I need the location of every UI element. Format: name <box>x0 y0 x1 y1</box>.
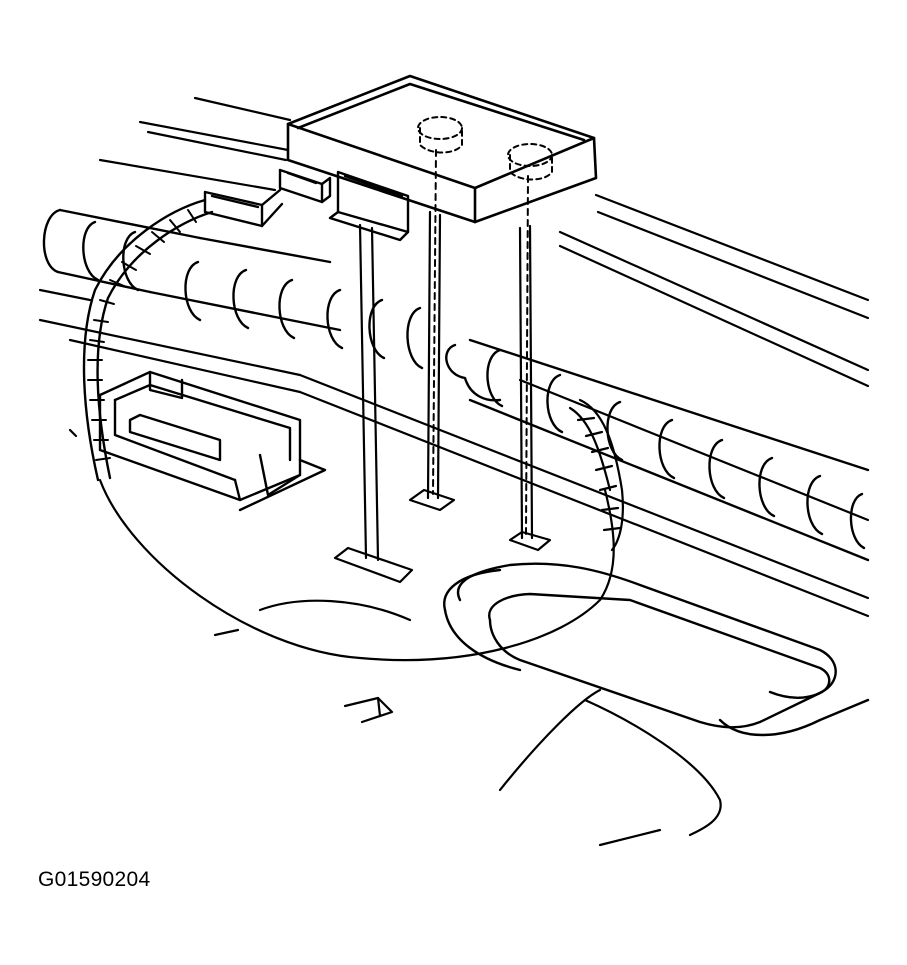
figure-id-label: G01590204 <box>38 868 151 891</box>
mounting-brackets <box>358 210 534 562</box>
body-contours <box>68 428 722 847</box>
hidden-studs <box>417 116 553 181</box>
floor-opening <box>443 562 870 737</box>
harness-wrap <box>87 209 197 461</box>
anchor-pads <box>333 488 552 584</box>
module-connectors <box>278 168 410 242</box>
storage-bin <box>98 370 327 512</box>
projection-lines <box>432 149 529 535</box>
harness-loop <box>98 398 624 662</box>
roof-rails <box>38 96 870 618</box>
air-duct-right <box>445 338 870 562</box>
air-duct-left <box>42 208 424 370</box>
control-module <box>286 74 598 224</box>
